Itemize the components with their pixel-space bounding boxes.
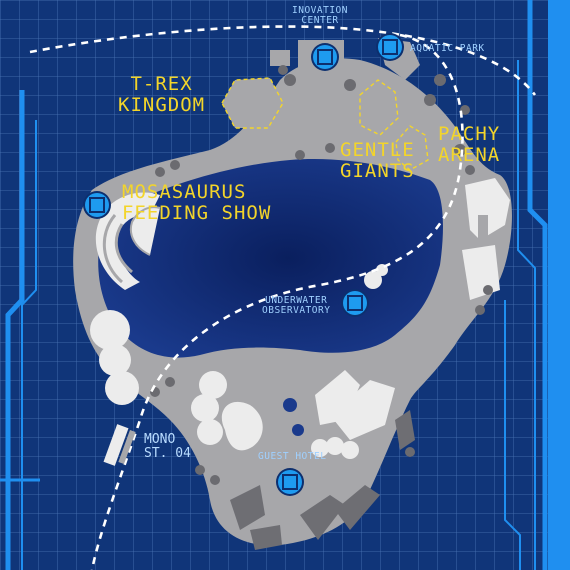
tree-dots (150, 65, 493, 485)
pachy-arena-label: PACHY ARENA (438, 123, 501, 166)
mosasaurus-stadium (95, 192, 161, 290)
monorail-route (29, 25, 537, 570)
mosasaurus-feeding-show-label: MOSASAURUS FEEDING SHOW (122, 181, 272, 224)
square-marker-icon (89, 197, 105, 213)
square-marker-icon (347, 295, 363, 311)
underwater-observatory-label: UNDERWATER OBSERVATORY (262, 295, 331, 317)
square-marker-icon (282, 474, 298, 490)
t-rex-kingdom-label: T-REX KINGDOM (118, 73, 206, 116)
frame-right (504, 0, 570, 570)
mono-station-label: MONO ST. 04 (144, 432, 191, 462)
frame-left (0, 90, 40, 570)
underwater-observatory-marker[interactable] (341, 289, 369, 317)
aquatic-park-marker[interactable] (376, 33, 404, 61)
mono-station (103, 424, 136, 466)
innovation-center-marker[interactable] (311, 43, 339, 71)
guest-hotel-label: GUEST HOTEL (258, 451, 327, 462)
guest-hotel-marker[interactable] (276, 468, 304, 496)
square-marker-icon (382, 39, 398, 55)
gentle-giants-label: GENTLE GIANTS (340, 139, 415, 182)
mosasaurus-marker[interactable] (83, 191, 111, 219)
square-marker-icon (317, 49, 333, 65)
west-discs (90, 310, 227, 445)
innovation-center-label: INOVATION CENTER (292, 5, 348, 27)
aquatic-park-label: AQUATIC PARK (410, 43, 485, 54)
south-complex (221, 370, 415, 550)
